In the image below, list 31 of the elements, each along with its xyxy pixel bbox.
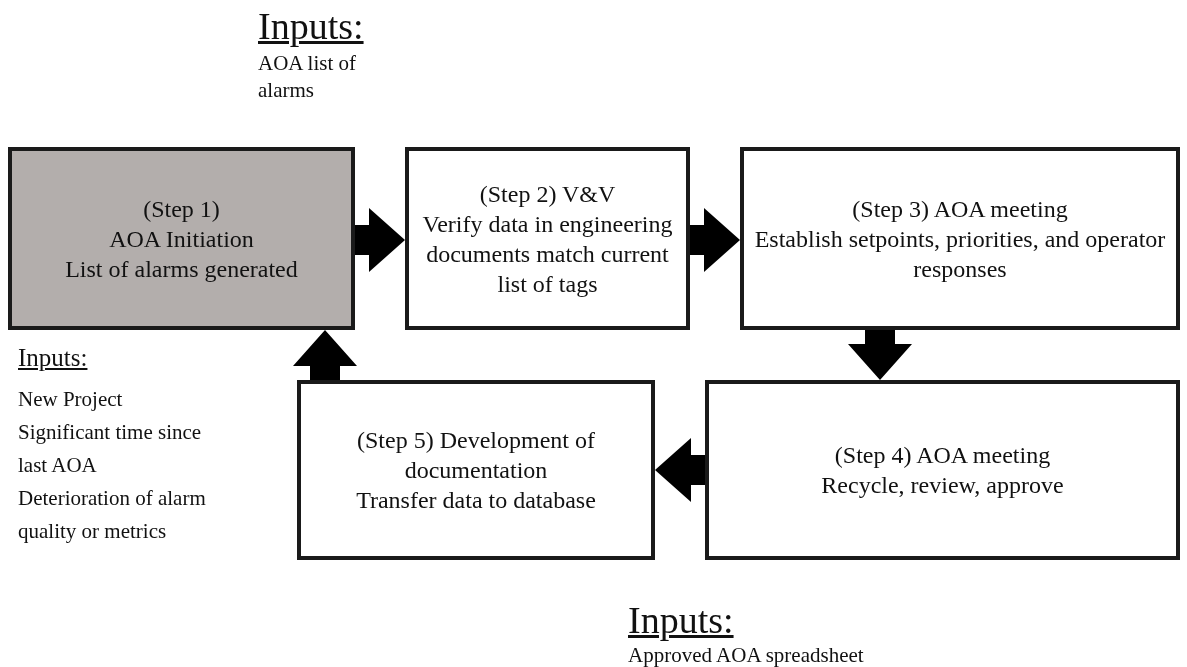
input-text: Approved AOA spreadsheet <box>628 642 864 667</box>
input-text: AOA list of alarms <box>258 50 357 105</box>
step-text: Establish setpoints, priorities, and operator responses <box>754 224 1166 284</box>
block-arrow <box>848 330 912 380</box>
block-arrow <box>355 208 405 272</box>
step-text: AOA Initiation <box>109 224 254 254</box>
process-box <box>405 147 690 330</box>
input-text: quality or metrics <box>18 518 167 545</box>
input-text: Significant time since <box>18 419 202 446</box>
inputs-heading: Inputs: <box>18 343 88 373</box>
input-text: last AOA <box>18 452 97 479</box>
step-text: (Step 3) AOA meeting <box>852 194 1068 224</box>
inputs-heading: Inputs: <box>628 598 734 643</box>
block-arrow <box>690 208 740 272</box>
step-text: Transfer data to database <box>356 486 596 515</box>
process-box <box>297 380 655 560</box>
step-text: (Step 1) <box>143 194 220 224</box>
step-text: List of alarms generated <box>65 254 298 284</box>
inputs-heading: Inputs: <box>258 4 364 49</box>
step-text: (Step 2) V&V <box>479 179 616 209</box>
block-arrow <box>655 438 705 502</box>
process-box <box>705 380 1180 560</box>
step-text: (Step 4) AOA meeting <box>834 441 1051 470</box>
process-box <box>740 147 1180 330</box>
process-box <box>8 147 355 330</box>
input-text: Deterioration of alarm <box>18 485 206 512</box>
input-text: New Project <box>18 386 123 413</box>
step-text: Recycle, review, approve <box>821 471 1064 500</box>
step-text: (Step 5) Development of documentation <box>356 426 596 485</box>
step-text: Verify data in engineering documents match current list of tags <box>421 209 674 299</box>
block-arrow <box>293 330 357 380</box>
